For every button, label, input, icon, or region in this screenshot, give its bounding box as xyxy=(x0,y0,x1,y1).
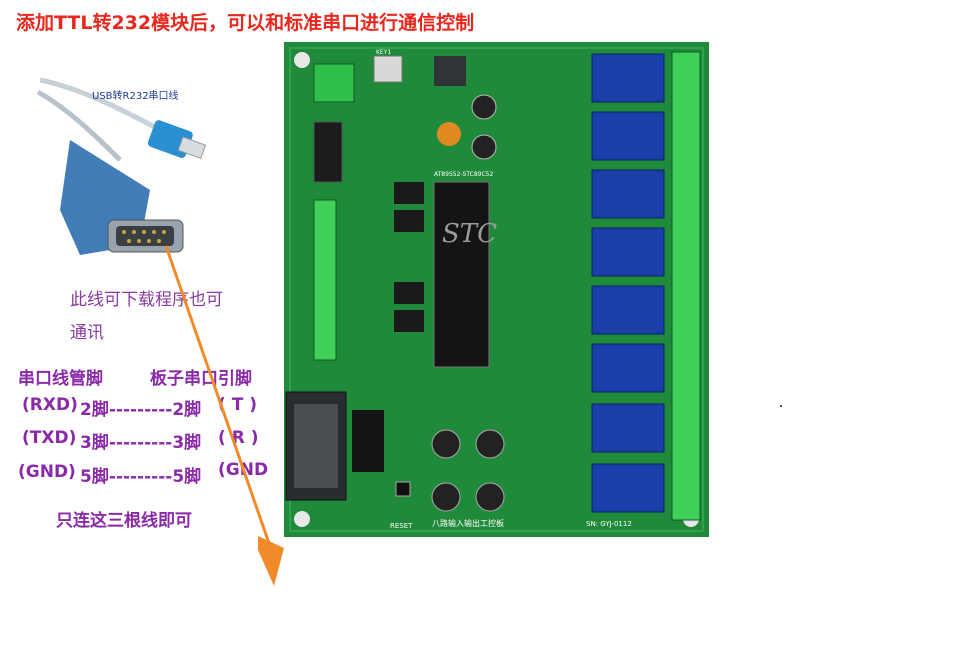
pin-header-board: 板子串口引脚 xyxy=(150,369,252,389)
arrow-head-icon xyxy=(258,536,284,586)
usb-serial-cable-image xyxy=(36,77,207,255)
pin-footer-note: 只连这三根线即可 xyxy=(56,511,192,531)
pin-header-cable: 串口线管脚 xyxy=(18,369,103,389)
pin-row-right: ( R ) xyxy=(218,428,259,448)
pin-row-mid: 2脚---------2脚 xyxy=(80,400,202,420)
main-mcu-chip xyxy=(433,181,490,368)
key-switch xyxy=(373,55,403,83)
pin-row-left: (RXD) xyxy=(22,395,78,415)
capacitor-group xyxy=(431,429,505,512)
board-db9-shell xyxy=(294,404,338,488)
chip-brand-label: STC xyxy=(442,219,497,249)
power-terminal xyxy=(313,63,355,103)
relay-array xyxy=(591,53,665,513)
cable-label: USB转R232串口线 xyxy=(92,91,179,102)
arrow-shaft xyxy=(164,245,274,553)
input-terminals xyxy=(313,199,337,361)
max232-chip xyxy=(352,410,384,472)
usb-plug-icon xyxy=(147,120,207,160)
pin-row-right: ( T ) xyxy=(218,395,257,415)
pin-row-mid: 5脚---------5脚 xyxy=(80,467,202,487)
board-name-label: 八路输入输出工控板 xyxy=(432,518,504,528)
output-terminals xyxy=(671,51,701,521)
pin-row-mid: 3脚---------3脚 xyxy=(80,433,202,453)
capacitor xyxy=(471,134,497,160)
note-line-2: 通讯 xyxy=(70,323,104,343)
regulator xyxy=(434,56,466,86)
reset-label: RESET xyxy=(390,522,413,530)
inductor xyxy=(437,122,461,146)
connection-arrow xyxy=(164,245,284,586)
pcb-board-image: KEY1 STC AT89S52-STC89C52 RESET xyxy=(284,42,709,537)
stray-dot xyxy=(780,405,782,407)
board-serial-label: SN: GYJ-0112 xyxy=(586,520,632,528)
capacitor xyxy=(471,94,497,120)
db9-connector-icon xyxy=(60,140,184,255)
note-line-1: 此线可下载程序也可 xyxy=(70,290,223,310)
page-title: 添加TTL转232模块后，可以和标准串口进行通信控制 xyxy=(16,12,475,34)
chip-model-label: AT89S52-STC89C52 xyxy=(434,171,494,178)
cable-wire-2 xyxy=(36,89,122,162)
reset-button xyxy=(395,481,411,497)
idc-header xyxy=(313,121,343,183)
key-label: KEY1 xyxy=(376,49,391,56)
pin-row-left: (TXD) xyxy=(22,428,77,448)
optocoupler-chips xyxy=(394,182,424,332)
pin-row-left: (GND) xyxy=(18,462,76,482)
